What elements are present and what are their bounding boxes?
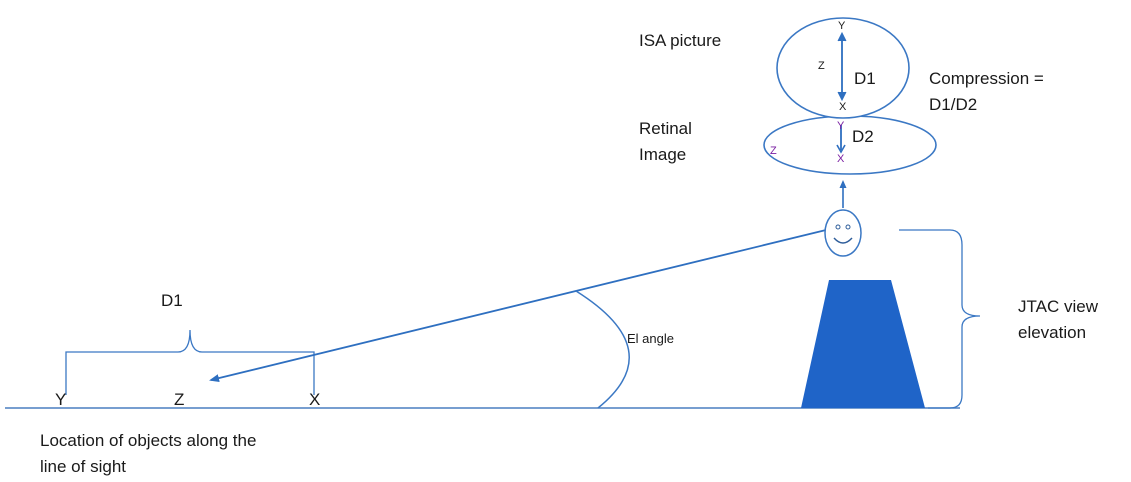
retinal-axis-y-label: Y <box>837 120 845 132</box>
ground-object-x-label: X <box>309 390 320 409</box>
line-of-sight-arrow <box>209 229 827 382</box>
location-label-line1: Location of objects along the <box>40 431 256 450</box>
trapezoid-tower-icon <box>801 280 925 408</box>
isa-d1-label: D1 <box>854 69 876 88</box>
compression-label-line1: Compression = <box>929 69 1044 88</box>
elevation-angle-label: El angle <box>627 331 674 346</box>
elevation-angle-arc <box>575 290 630 409</box>
jtac-elevation-bracket <box>899 229 981 409</box>
retinal-axis-z-label: Z <box>770 145 777 157</box>
isa-axis-z-label: Z <box>818 60 825 72</box>
retinal-label-line2: Image <box>639 145 686 164</box>
location-label-line2: line of sight <box>40 457 126 476</box>
ground-object-y-label: Y <box>55 390 66 409</box>
retinal-d2-label: D2 <box>852 127 874 146</box>
ground-d1-label: D1 <box>161 291 183 310</box>
isa-d1-arrowhead-up <box>837 31 847 42</box>
jtac-label-line1: JTAC view <box>1018 297 1099 316</box>
isa-picture-ellipse <box>776 17 910 119</box>
retinal-axis-x-label: X <box>837 153 845 165</box>
isa-d1-arrowhead-down <box>837 91 847 102</box>
retinal-label-line1: Retinal <box>639 119 692 138</box>
jtac-label-line2: elevation <box>1018 323 1086 342</box>
smiley-face-icon <box>824 209 862 257</box>
isa-picture-label: ISA picture <box>639 31 721 50</box>
isa-axis-x-label: X <box>839 101 847 113</box>
compression-label-line2: D1/D2 <box>929 95 977 114</box>
ground-object-z-label: Z <box>174 390 184 409</box>
retinal-d2-arrowhead <box>836 144 846 154</box>
ground-d1-brace <box>65 329 315 395</box>
isa-axis-y-label: Y <box>838 20 846 32</box>
retinal-image-ellipse <box>763 115 937 175</box>
